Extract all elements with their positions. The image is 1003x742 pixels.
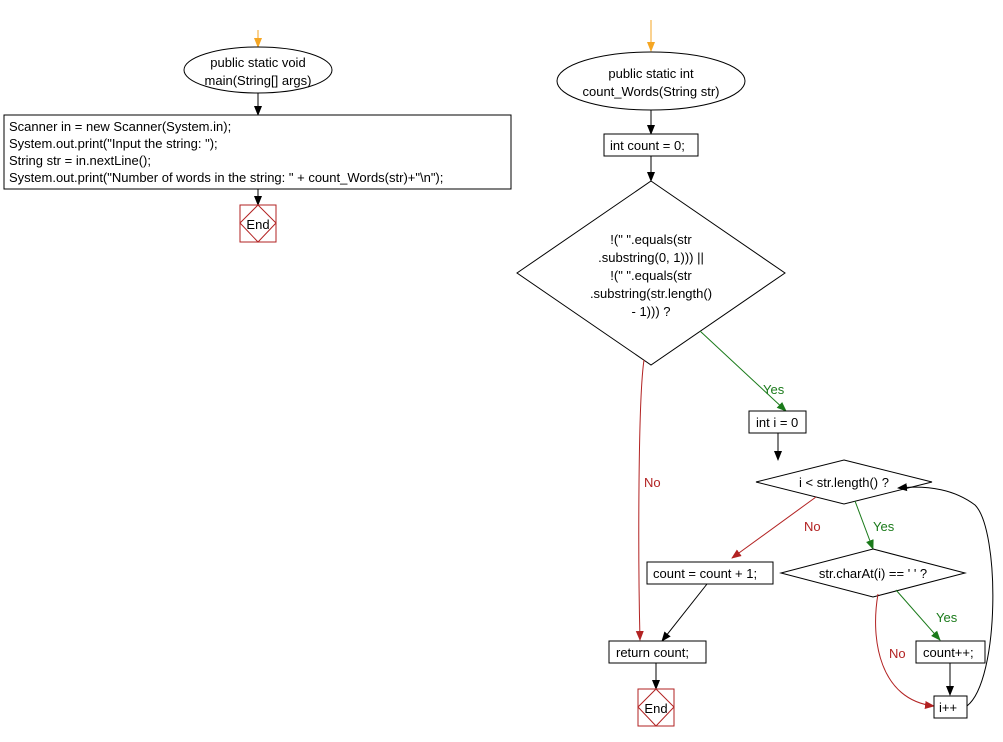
edge-loop-back	[897, 483, 994, 707]
main-start-line2: main(String[] args)	[205, 73, 312, 88]
init-count-label: int count = 0;	[610, 138, 685, 153]
i-inc-label: i++	[939, 700, 957, 715]
main-end-label: End	[246, 217, 269, 232]
loop-cond-label: i < str.length() ?	[799, 475, 889, 490]
main-body-box	[3, 114, 512, 190]
edge-char-yes	[895, 589, 941, 641]
outer-cond-line2: .substring(0, 1))) ||	[598, 250, 704, 265]
edge-outer-yes-label: Yes	[763, 382, 785, 397]
edge-loop-yes	[854, 500, 874, 550]
return-box	[608, 640, 707, 664]
edge-loop-yes-label: Yes	[873, 519, 895, 534]
outer-cond-line5: - 1))) ?	[632, 304, 671, 319]
count-start-node	[556, 51, 746, 111]
main-body-line1: Scanner in = new Scanner(System.in);	[9, 119, 231, 134]
edge-loop-no	[731, 496, 817, 559]
count-start-line1: public static int	[608, 66, 694, 81]
main-body-line2: System.out.print("Input the string: ");	[9, 136, 218, 151]
outer-condition-diamond	[516, 180, 786, 366]
count-end-node: End	[637, 688, 675, 727]
outer-cond-line1: !(" ".equals(str	[610, 232, 692, 247]
count-end-label: End	[644, 701, 667, 716]
edge-loop-no-label: No	[804, 519, 821, 534]
edge-outer-yes	[699, 330, 787, 412]
count-flow: public static int count_Words(String str…	[516, 20, 994, 727]
edge-char-yes-label: Yes	[936, 610, 958, 625]
outer-cond-line4: .substring(str.length()	[590, 286, 712, 301]
loop-condition-diamond	[755, 459, 933, 505]
edge-plusone-return	[661, 583, 708, 642]
count-plus-one-box	[646, 561, 774, 585]
outer-cond-line3: !(" ".equals(str	[610, 268, 692, 283]
count-inc-label: count++;	[923, 645, 974, 660]
count-start-line2: count_Words(String str)	[582, 84, 719, 99]
edge-outer-no	[635, 359, 645, 641]
char-cond-label: str.charAt(i) == ' ' ?	[819, 566, 927, 581]
loop-init-label: int i = 0	[756, 415, 798, 430]
edge-char-no	[875, 593, 935, 709]
char-condition-diamond	[779, 548, 967, 598]
main-start-line1: public static void	[210, 55, 305, 70]
main-body-line3: String str = in.nextLine();	[9, 153, 151, 168]
return-label: return count;	[616, 645, 689, 660]
main-end-node: End	[239, 204, 277, 243]
edge-char-no-label: No	[889, 646, 906, 661]
edge-outer-no-label: No	[644, 475, 661, 490]
count-plus-one-label: count = count + 1;	[653, 566, 757, 581]
main-flow: public static void main(String[] args) S…	[3, 30, 512, 243]
i-inc-box	[933, 695, 968, 719]
main-body-line4: System.out.print("Number of words in the…	[9, 170, 443, 185]
